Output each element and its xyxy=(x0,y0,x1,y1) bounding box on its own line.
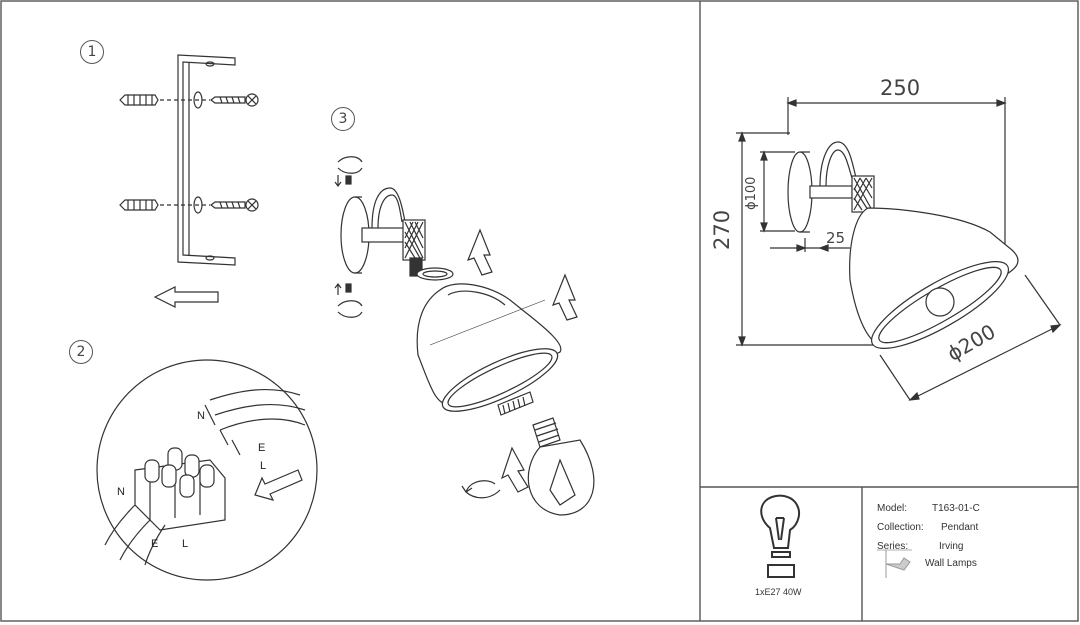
rotate-arrow-icon xyxy=(337,156,363,174)
rotate-arrow-icon xyxy=(337,300,363,318)
wall-plug-top xyxy=(119,94,159,106)
rotate-arrow-icon xyxy=(461,480,501,499)
model-value: T163-01-C xyxy=(932,503,980,514)
dimension-arm: 25 xyxy=(826,229,846,247)
bulb-spec: 1xE27 40W xyxy=(755,587,802,597)
mounting-bracket-diagram xyxy=(119,54,259,308)
lamp-socket-ring xyxy=(497,391,534,416)
wire-label-n: N xyxy=(197,410,205,422)
arrow-up-icon xyxy=(500,446,529,493)
light-bulb xyxy=(527,417,595,516)
dimension-width: 250 xyxy=(880,76,921,100)
wire-label-l: L xyxy=(260,460,267,472)
wire-label-e2: E xyxy=(151,538,159,550)
arrow-left-icon xyxy=(153,286,219,308)
lamp-shade xyxy=(416,283,562,412)
wall-lamp-icon xyxy=(885,550,911,578)
dimension-height: 270 xyxy=(710,209,734,250)
series-value: Irving xyxy=(939,541,964,552)
lamp-type: Wall Lamps xyxy=(925,558,977,569)
arrow-down-left-icon xyxy=(254,469,303,501)
model-label: Model: xyxy=(877,503,908,514)
wire-label-l2: L xyxy=(182,538,189,550)
wall-plug-bottom xyxy=(119,199,159,211)
collection-label: Collection: xyxy=(877,522,924,533)
bulb-icon xyxy=(760,494,801,578)
screw-bottom xyxy=(210,198,259,212)
series-label: Series: xyxy=(877,541,909,552)
screw-top xyxy=(210,93,259,107)
step-1-marker: 1 xyxy=(80,40,104,64)
wire-label-n2: N xyxy=(117,486,125,498)
dimension-backplate: ϕ100 xyxy=(744,176,759,210)
wire-label-e: E xyxy=(258,442,266,454)
step-2-marker: 2 xyxy=(69,340,93,364)
dimension-drawing xyxy=(736,97,1062,401)
collection-value: Pendant xyxy=(941,522,979,533)
arrow-up-icon xyxy=(466,228,493,276)
step-3-marker: 3 xyxy=(331,107,355,131)
exploded-lamp-diagram xyxy=(334,156,595,516)
wiring-detail xyxy=(96,359,318,581)
arrow-up-icon xyxy=(551,273,578,321)
